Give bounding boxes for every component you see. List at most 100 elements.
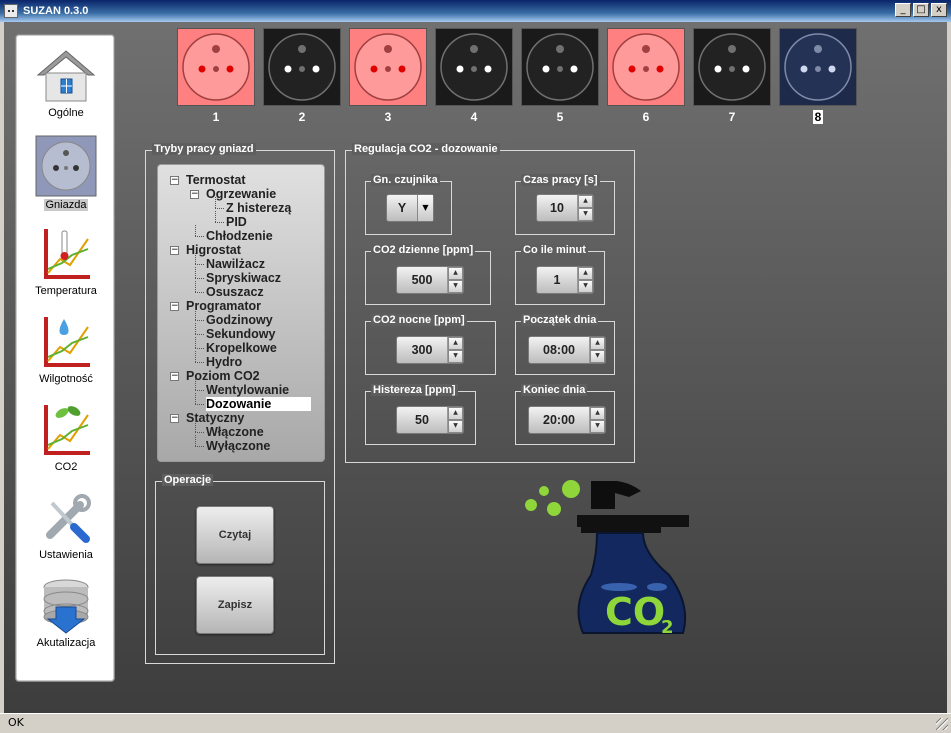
tree-item[interactable]: Ogrzewanie [206, 187, 277, 201]
spin-down-icon[interactable]: ▼ [578, 280, 593, 293]
spin-up-icon[interactable]: ▲ [590, 407, 605, 420]
collapse-toggle-icon[interactable]: − [170, 301, 179, 311]
home-icon [36, 50, 96, 102]
tree-connector [195, 432, 204, 433]
tree-item[interactable]: Z histerezą [226, 201, 292, 215]
day-end-stepper[interactable]: 20:00 ▲▼ [528, 406, 606, 434]
window-controls: _ □ x [895, 3, 947, 17]
socket-1[interactable] [177, 28, 255, 106]
tree-item[interactable]: Włączone [206, 425, 264, 439]
tree-connector [215, 211, 216, 222]
interval-group: Co ile minut 1 ▲▼ [515, 244, 605, 305]
spin-down-icon[interactable]: ▼ [590, 420, 605, 433]
tree-item[interactable]: Spryskiwacz [206, 271, 282, 285]
nav-ustawienia[interactable]: Ustawienia [16, 491, 116, 561]
collapse-toggle-icon[interactable]: − [190, 189, 199, 199]
nav-temperatura[interactable]: Temperatura [16, 225, 116, 297]
socket-3[interactable] [349, 28, 427, 106]
socket-number-label: 6 [642, 110, 650, 124]
nav-label: Ustawienia [39, 549, 93, 561]
collapse-toggle-icon[interactable]: − [170, 175, 179, 185]
socket-8[interactable] [779, 28, 857, 106]
spin-down-icon[interactable]: ▼ [448, 420, 463, 433]
maximize-button[interactable]: □ [913, 3, 929, 17]
tree-item[interactable]: Higrostat [186, 243, 241, 257]
tree-item[interactable]: Kropelkowe [206, 341, 277, 355]
tree-connector [195, 323, 196, 334]
socket-icon [526, 33, 594, 101]
spin-up-icon[interactable]: ▲ [448, 407, 463, 420]
spin-down-icon[interactable]: ▼ [448, 280, 463, 293]
day-co2-label: CO2 dzienne [ppm] [371, 244, 476, 256]
interval-label: Co ile minut [521, 244, 588, 256]
day-start-stepper[interactable]: 08:00 ▲▼ [528, 336, 606, 364]
socket-icon [354, 33, 422, 101]
socket-number-label: 1 [212, 110, 220, 124]
nav-label: Ogólne [48, 107, 84, 119]
tree-item[interactable]: Nawilżacz [206, 257, 266, 271]
tree-item[interactable]: Statyczny [186, 411, 245, 425]
tree-item[interactable]: Sekundowy [206, 327, 276, 341]
socket-icon [440, 33, 508, 101]
socket-4[interactable] [435, 28, 513, 106]
spin-down-icon[interactable]: ▼ [448, 350, 463, 363]
night-co2-label: CO2 nocne [ppm] [371, 314, 467, 326]
interval-stepper[interactable]: 1 ▲▼ [536, 266, 594, 294]
socket-number: 1 [177, 110, 255, 124]
spin-down-icon[interactable]: ▼ [578, 208, 593, 221]
tree-connector [195, 309, 196, 320]
spin-up-icon[interactable]: ▲ [578, 195, 593, 208]
minimize-button[interactable]: _ [895, 3, 911, 17]
spin-up-icon[interactable]: ▲ [448, 337, 463, 350]
collapse-toggle-icon[interactable]: − [170, 413, 179, 423]
nav-aktualizacja[interactable]: Akutalizacja [16, 577, 116, 649]
spin-up-icon[interactable]: ▲ [448, 267, 463, 280]
tree-item[interactable]: Dozowanie [206, 397, 312, 411]
resize-grip[interactable] [936, 718, 948, 730]
socket-number-label: 4 [470, 110, 478, 124]
tree-item[interactable]: PID [226, 215, 247, 229]
socket-2[interactable] [263, 28, 341, 106]
tree-item[interactable]: Chłodzenie [206, 229, 273, 243]
write-button[interactable]: Zapisz [196, 576, 274, 634]
tree-item[interactable]: Programator [186, 299, 262, 313]
nav-co2[interactable]: CO2 [16, 401, 116, 473]
tree-item[interactable]: Poziom CO2 [186, 369, 260, 383]
nav-gniazda[interactable]: Gniazda [16, 135, 116, 211]
read-button[interactable]: Czytaj [196, 506, 274, 564]
status-bar: OK [0, 713, 951, 733]
socket-icon [35, 135, 97, 197]
collapse-toggle-icon[interactable]: − [170, 371, 179, 381]
night-co2-stepper[interactable]: 300 ▲▼ [396, 336, 464, 364]
day-end-group: Koniec dnia 20:00 ▲▼ [515, 384, 615, 445]
socket-5[interactable] [521, 28, 599, 106]
close-button[interactable]: x [931, 3, 947, 17]
co2-regulation-group: Regulacja CO2 - dozowanie Gn. czujnika Y… [345, 143, 635, 463]
socket-7[interactable] [693, 28, 771, 106]
tree-item[interactable]: Wentylowanie [206, 383, 290, 397]
collapse-toggle-icon[interactable]: − [170, 245, 179, 255]
tree-connector [195, 253, 196, 264]
day-co2-stepper[interactable]: 500 ▲▼ [396, 266, 464, 294]
nav-wilgotnosc[interactable]: Wilgotność [16, 313, 116, 385]
sensor-select[interactable]: Y ▼ [386, 194, 434, 222]
tree-item[interactable]: Wyłączone [206, 439, 271, 453]
chevron-down-icon[interactable]: ▼ [417, 195, 433, 221]
tree-item[interactable]: Hydro [206, 355, 243, 369]
nav-ogolne[interactable]: Ogólne [16, 47, 116, 119]
day-start-value: 08:00 [543, 343, 575, 357]
spin-down-icon[interactable]: ▼ [590, 350, 605, 363]
tree-item[interactable]: Termostat [186, 173, 246, 187]
work-time-stepper[interactable]: 10 ▲▼ [536, 194, 594, 222]
tree-item[interactable]: Osuszacz [206, 285, 264, 299]
socket-6[interactable] [607, 28, 685, 106]
tree-item[interactable]: Godzinowy [206, 313, 273, 327]
co2-illustration-text: CO [605, 590, 665, 634]
modes-title: Tryby pracy gniazd [152, 143, 256, 155]
spin-up-icon[interactable]: ▲ [590, 337, 605, 350]
hysteresis-stepper[interactable]: 50 ▲▼ [396, 406, 464, 434]
spin-up-icon[interactable]: ▲ [578, 267, 593, 280]
nav-label: CO2 [54, 461, 78, 473]
socket-number-label: 2 [298, 110, 306, 124]
